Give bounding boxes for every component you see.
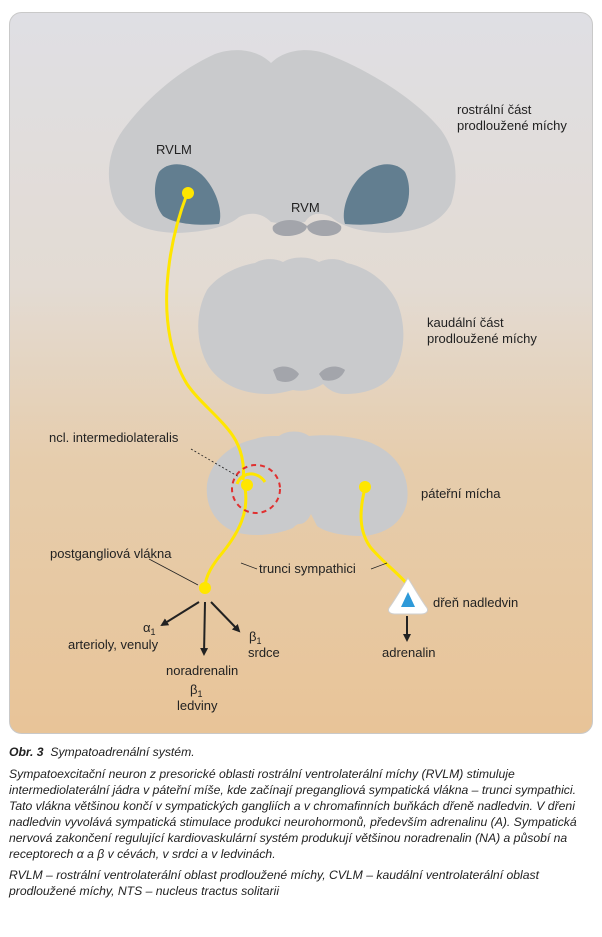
ncl-intermediolateralis-ring (231, 464, 281, 514)
arrow-noradrenalin (200, 601, 209, 656)
rvm-left-nucleus (272, 220, 307, 236)
rvlm-right-nucleus (343, 164, 410, 225)
spinal-right-neuron-dot (359, 481, 371, 493)
preganglionic-fiber-left (203, 487, 248, 589)
arrow-beta1-heart (210, 601, 241, 633)
figure-caption: Obr. 3 Sympatoadrenální systém. Sympatoe… (9, 744, 593, 899)
ncl-arc-fiber (235, 472, 267, 485)
label-spinal-cord: páteřní mícha (421, 486, 501, 501)
rvm-right-nucleus (307, 220, 342, 236)
rvlm-descending-fiber (165, 193, 245, 481)
trunci-leader-left (240, 562, 258, 570)
label-rostral-1: rostrální část (457, 102, 532, 117)
label-ncl-intermediolateralis: ncl. intermediolateralis (49, 430, 179, 445)
caudal-left-nucleus (273, 366, 299, 382)
label-adrenalin: adrenalin (382, 645, 436, 660)
label-caudal-2: prodloužené míchy (427, 331, 537, 346)
label-trunci-sympathici: trunci sympathici (259, 561, 356, 576)
caption-title: Obr. 3 Sympatoadrenální systém. (9, 744, 593, 760)
label-adrenal-medulla: dřeň nadledvin (433, 595, 518, 610)
label-postganglionic: postgangliová vlákna (50, 546, 172, 561)
figure-number: Obr. 3 (9, 745, 44, 759)
label-beta1-heart: β1 (249, 629, 262, 646)
label-rostral-2: prodloužené míchy (457, 118, 567, 133)
caudal-right-nucleus (319, 366, 345, 381)
spinal-cord-section (206, 431, 408, 536)
arrow-alpha1 (160, 601, 200, 627)
caption-abbreviations: RVLM – rostrální ventrolaterální oblast … (9, 868, 539, 898)
label-kidneys: ledviny (177, 698, 218, 713)
diagram-figure: rostrální část prodloužené míchy RVLM RV… (9, 12, 593, 734)
caudal-medulla (198, 257, 404, 394)
trunci-leader-right (370, 562, 388, 570)
caption-body: Sympatoexcitační neuron z presorické obl… (9, 767, 577, 861)
ncl-neuron-dot (241, 479, 253, 491)
ganglion-dot (199, 582, 211, 594)
rvlm-neuron-dot (182, 187, 194, 199)
label-rvlm: RVLM (156, 142, 192, 157)
label-noradrenalin: noradrenalin (166, 663, 238, 678)
label-heart: srdce (248, 645, 280, 660)
label-rvm: RVM (291, 200, 320, 215)
label-caudal-1: kaudální část (427, 315, 504, 330)
label-beta1-kidney: β1 (190, 682, 203, 699)
adrenal-inner-triangle (401, 592, 415, 607)
postganglionic-leader (148, 558, 199, 586)
figure-title: Sympatoadrenální systém. (50, 745, 195, 759)
label-arterioles: arterioly, venuly (68, 637, 159, 652)
preganglionic-fiber-right (359, 487, 409, 585)
label-alpha1: α1 (143, 620, 156, 637)
ncl-leader-line (190, 448, 240, 478)
